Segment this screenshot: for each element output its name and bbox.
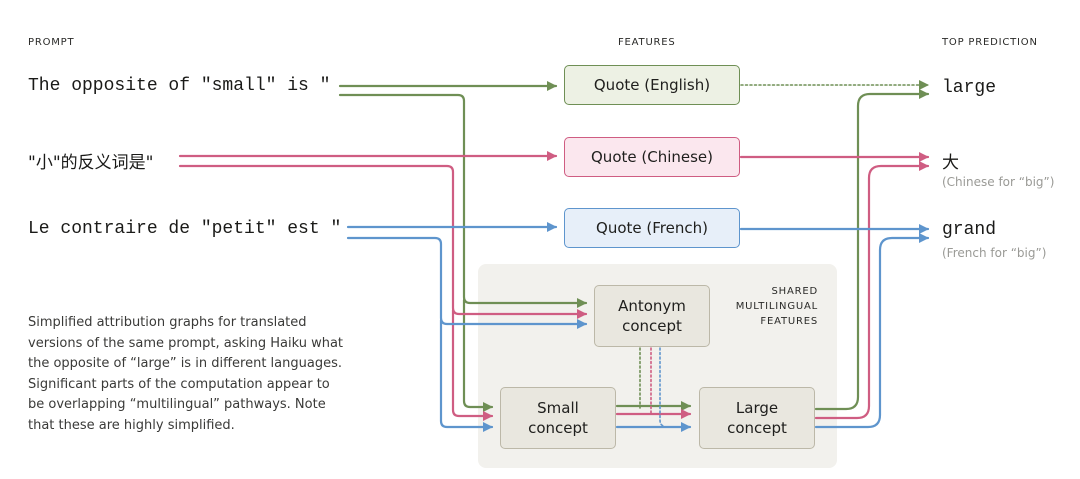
- feature-antonym-concept: Antonym concept: [594, 285, 710, 347]
- feature-quote-chinese: Quote (Chinese): [564, 137, 740, 177]
- wire-en-to-antonym: [338, 93, 588, 308]
- prompt-chinese: "小"的反义词是": [28, 153, 154, 173]
- prompt-header: PROMPT: [28, 37, 75, 48]
- wire-fr-to-small: [439, 318, 494, 432]
- wire-en-to-small: [462, 298, 494, 412]
- wire-large-concept-to-dachar: [814, 161, 930, 420]
- prediction-chinese: 大: [942, 153, 959, 173]
- prediction-french-note: (French for “big”): [942, 246, 1047, 260]
- shared-features-label: SHARED MULTILINGUAL FEATURES: [735, 286, 818, 327]
- wire-zh-to-antonym: [178, 164, 588, 319]
- wire-zh-to-small: [451, 308, 494, 421]
- prediction-chinese-note: (Chinese for “big”): [942, 175, 1055, 189]
- features-header: FEATURES: [618, 37, 676, 48]
- prediction-english: large: [942, 78, 997, 98]
- figure-caption: Simplified attribution graphs for transl…: [28, 315, 344, 433]
- prediction-french: grand: [942, 220, 997, 240]
- wire-fr-to-antonym: [346, 236, 588, 329]
- prompt-french: Le contraire de "petit" est ": [28, 219, 342, 239]
- wire-large-concept-to-large: [814, 89, 930, 411]
- wire-large-concept-to-grand: [814, 233, 930, 429]
- prompt-english: The opposite of "small" is ": [28, 76, 331, 96]
- feature-quote-french: Quote (French): [564, 208, 740, 248]
- feature-small-concept: Small concept: [500, 387, 616, 449]
- top-prediction-header: TOP PREDICTION: [942, 37, 1038, 48]
- wire-antonym-to-small-fr: [659, 347, 666, 427]
- feature-quote-english: Quote (English): [564, 65, 740, 105]
- feature-large-concept: Large concept: [699, 387, 815, 449]
